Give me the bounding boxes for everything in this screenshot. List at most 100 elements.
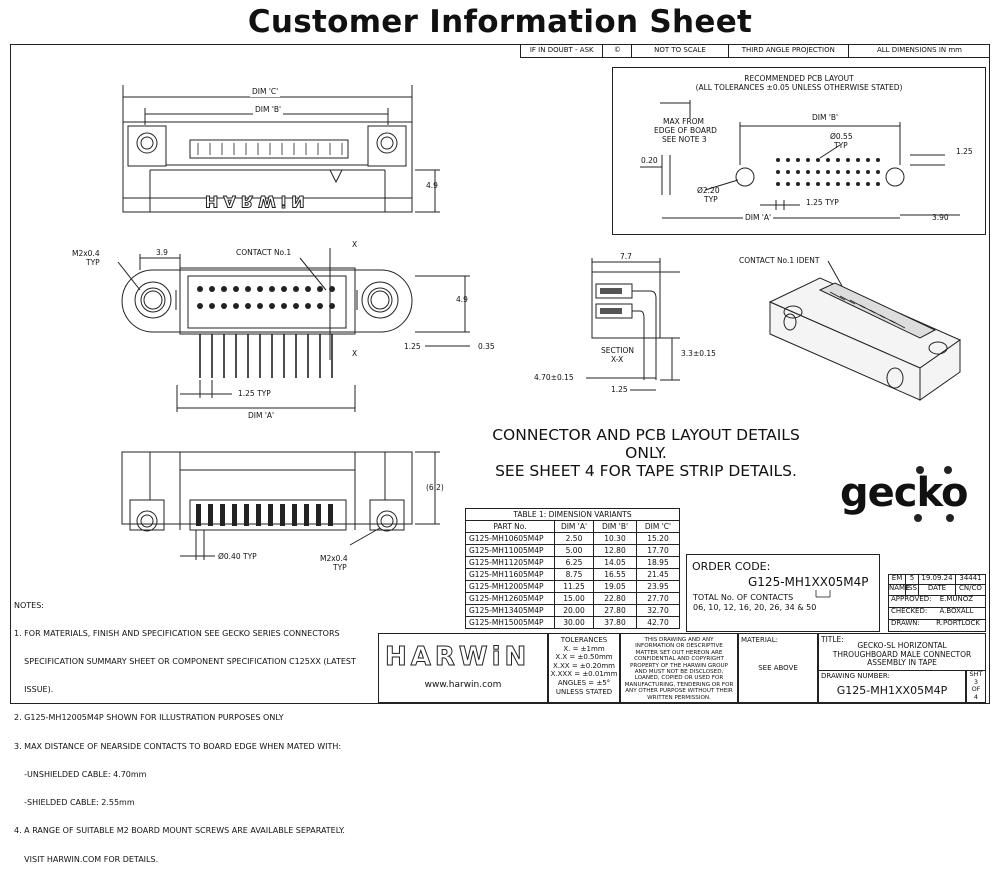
legal-line: CONFIDENTIAL AND COPYRIGHT bbox=[634, 656, 724, 663]
section-dim-33: 3.3 bbox=[681, 349, 693, 358]
order-contacts-values: 06, 10, 12, 16, 20, 26, 34 & 50 bbox=[693, 603, 817, 612]
drawing-frame bbox=[10, 44, 990, 704]
front-contact-1: CONTACT No.1 bbox=[236, 248, 292, 257]
rev-approved-label: APPROVED: bbox=[891, 595, 932, 603]
strip-units: ALL DIMENSIONS IN mm bbox=[876, 46, 962, 54]
tolerance-line: X.XXX = ±0.01mm bbox=[550, 670, 618, 679]
rev-checked-label: CHECKED: bbox=[891, 607, 928, 615]
page-title: Customer Information Sheet bbox=[247, 4, 753, 40]
section-tol-470: ±0.15 bbox=[550, 373, 574, 382]
pcb-title: RECOMMENDED PCB LAYOUT bbox=[744, 74, 854, 83]
material-label: MATERIAL: bbox=[741, 636, 778, 644]
pcb-dim-a: DIM 'A' bbox=[743, 213, 774, 223]
sheet-label: SHT bbox=[969, 670, 983, 678]
front-screw-typ: TYP bbox=[86, 258, 100, 267]
drawing-number-label: DRAWING NUMBER: bbox=[821, 672, 890, 680]
dimension-table-wrap: TABLE 1: DIMENSION VARIANTS PART No. DIM… bbox=[465, 508, 680, 629]
section-label: SECTION bbox=[601, 346, 635, 355]
front-dim-39: 3.9 bbox=[156, 248, 168, 257]
legal-line: ANY OTHER PURPOSE WITHOUT THEIR bbox=[625, 688, 733, 695]
tolerance-line: ANGLES = ±5° bbox=[557, 678, 611, 687]
pcb-dim-125-right: 1.25 bbox=[956, 147, 973, 156]
pcb-layout-box bbox=[612, 67, 986, 235]
legal-cell: THIS DRAWING AND ANY INFORMATION OR DESC… bbox=[620, 633, 738, 703]
front-pitch: 1.25 TYP bbox=[238, 389, 271, 398]
front-dim-125: 1.25 bbox=[404, 342, 421, 351]
rev-drawn-row: DRAWN: R.PORTLOCK bbox=[888, 619, 986, 632]
front-dim-a: DIM 'A' bbox=[248, 411, 275, 420]
legal-line: MATTER SET OUT HEREON ARE bbox=[635, 649, 723, 656]
note-line: 1. FOR MATERIALS, FINISH AND SPECIFICATI… bbox=[14, 628, 340, 638]
tolerance-line: UNLESS STATED bbox=[555, 687, 613, 696]
pcb-title-tolerance: (ALL TOLERANCES ±0.05 UNLESS OTHERWISE S… bbox=[695, 83, 903, 92]
pcb-hole-typ: TYP bbox=[834, 141, 848, 150]
harwin-url[interactable]: www.harwin.com bbox=[424, 680, 502, 690]
rev-checked: A.BOXALL bbox=[939, 607, 974, 615]
pcb-dim-390: 3.90 bbox=[932, 213, 949, 222]
rev-approved: E.MUNOZ bbox=[939, 595, 974, 603]
note-line: ISSUE). bbox=[14, 685, 54, 695]
front-dim-035: 0.35 bbox=[478, 342, 495, 351]
title-line: ASSEMBLY IN TAPE bbox=[867, 658, 937, 668]
table-cell: 17.70 bbox=[636, 544, 680, 557]
section-mark-x-top: X bbox=[352, 240, 358, 249]
iso-contact-ident: CONTACT No.1 IDENT bbox=[739, 256, 820, 265]
pcb-dim-020: 0.20 bbox=[641, 156, 658, 165]
harwin-brand-cell: HARWiN www.harwin.com bbox=[378, 633, 548, 703]
material-value: SEE ABOVE bbox=[758, 664, 798, 672]
section-label-xx: X-X bbox=[611, 355, 624, 364]
legal-line: INFORMATION OR DESCRIPTIVE bbox=[635, 643, 723, 650]
iso-view-drawing bbox=[768, 260, 962, 401]
section-dim-125: 1.25 bbox=[611, 385, 628, 394]
note-line: SPECIFICATION SUMMARY SHEET OR COMPONENT… bbox=[14, 657, 356, 667]
sheet-number: 3 bbox=[973, 677, 979, 686]
front-screw-label: M2x0.4 bbox=[72, 249, 100, 258]
section-tol-33: ±0.15 bbox=[692, 349, 716, 358]
note-line: -UNSHIELDED CABLE: 4.70mm bbox=[14, 769, 147, 779]
notes-heading: NOTES: bbox=[14, 601, 44, 610]
pcb-mount-dia: Ø2.20 bbox=[697, 186, 720, 195]
top-dim-b: DIM 'B' bbox=[253, 105, 284, 115]
pcb-see-note-3: SEE NOTE 3 bbox=[662, 135, 707, 144]
revision-block: EM 5 19.09.24 34441 NAME ISS. DATE CN/CO… bbox=[888, 574, 986, 632]
top-height-dim: 4.9 bbox=[426, 181, 438, 190]
bottom-height-dim: (6.2) bbox=[426, 483, 444, 492]
strip-projection: THIRD ANGLE PROJECTION bbox=[729, 44, 849, 57]
table-cell: 42.70 bbox=[636, 616, 680, 629]
note-line: 3. MAX DISTANCE OF NEARSIDE CONTACTS TO … bbox=[14, 741, 342, 751]
pcb-hole-dia: Ø0.55 bbox=[830, 132, 853, 141]
title-text: GECKO-SL HORIZONTAL THROUGHBOARD MALE CO… bbox=[819, 641, 985, 668]
notes-list: 1. FOR MATERIALS, FINISH AND SPECIFICATI… bbox=[14, 610, 356, 873]
drawing-number: G125-MH1XX05M4P bbox=[836, 684, 948, 697]
pcb-dim-b: DIM 'B' bbox=[810, 113, 841, 123]
note-line: VISIT HARWIN.COM FOR DETAILS. bbox=[14, 854, 159, 864]
section-mark-x-bottom: X bbox=[352, 349, 358, 358]
note-line: 4. A RANGE OF SUITABLE M2 BOARD MOUNT SC… bbox=[14, 826, 345, 836]
rev-drawn-label: DRAWN: bbox=[891, 619, 920, 627]
note-line: -SHIELDED CABLE: 2.55mm bbox=[14, 798, 135, 808]
tolerance-line: X.X = ±0.50mm bbox=[555, 653, 613, 662]
pcb-pitch: 1.25 TYP bbox=[806, 198, 839, 207]
legal-line: PROPERTY OF THE HARWIN GROUP bbox=[630, 662, 728, 669]
pcb-layout-drawing bbox=[640, 100, 960, 219]
pcb-max-from: MAX FROM bbox=[663, 117, 705, 126]
order-code-value: G125-MH1XX05M4P bbox=[748, 575, 869, 589]
legal-line: THIS DRAWING AND ANY bbox=[644, 637, 714, 643]
header-strip: IF IN DOUBT - ASK © NOT TO SCALE THIRD A… bbox=[520, 44, 990, 58]
front-view-drawing bbox=[117, 248, 470, 412]
bottom-view-drawing bbox=[121, 451, 440, 560]
sheet-of-label: OF bbox=[971, 685, 981, 693]
order-code-leader bbox=[815, 590, 831, 598]
bottom-pin-dia: Ø0.40 TYP bbox=[218, 552, 257, 561]
tolerances-heading: TOLERANCES bbox=[560, 636, 608, 644]
bottom-screw-typ: TYP bbox=[333, 563, 347, 572]
strip-not-to-scale: NOT TO SCALE bbox=[632, 44, 729, 57]
bottom-screw-label: M2x0.4 bbox=[320, 554, 348, 563]
details-line-1: CONNECTOR AND PCB LAYOUT DETAILS bbox=[492, 426, 800, 444]
title-line: GECKO-SL HORIZONTAL bbox=[857, 641, 947, 650]
details-line-3: SEE SHEET 4 FOR TAPE STRIP DETAILS. bbox=[495, 462, 797, 480]
top-dim-c: DIM 'C' bbox=[250, 87, 281, 97]
rev-drawn: R.PORTLOCK bbox=[936, 619, 980, 627]
